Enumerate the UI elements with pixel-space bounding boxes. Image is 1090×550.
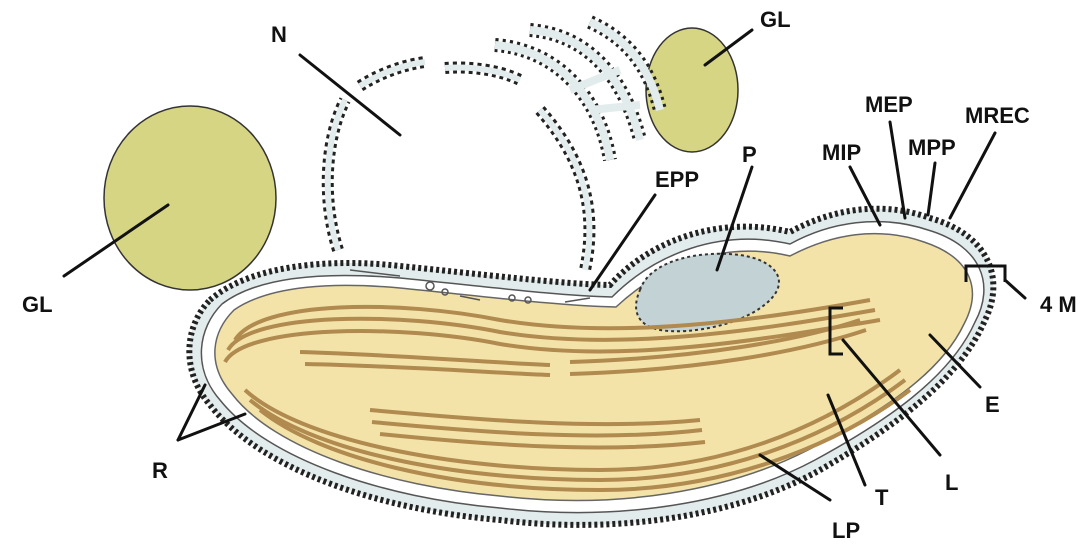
label-lp: LP [832, 518, 860, 543]
label-t: T [875, 485, 889, 510]
label-4m: 4 M [1040, 292, 1077, 317]
globule-left [104, 106, 276, 290]
er-cisternae [495, 22, 660, 160]
label-gl-top: GL [760, 7, 791, 32]
label-p: P [742, 142, 757, 167]
label-mep: MEP [865, 92, 913, 117]
label-e: E [985, 392, 1000, 417]
label-n: N [271, 22, 287, 47]
label-l: L [945, 470, 958, 495]
nucleus-envelope [328, 62, 590, 270]
label-epp: EPP [655, 167, 699, 192]
label-mip: MIP [822, 140, 861, 165]
label-mrec: MREC [965, 103, 1030, 128]
globule-top [646, 28, 738, 152]
label-gl-left: GL [22, 292, 53, 317]
label-mpp: MPP [908, 135, 956, 160]
label-r: R [152, 458, 168, 483]
